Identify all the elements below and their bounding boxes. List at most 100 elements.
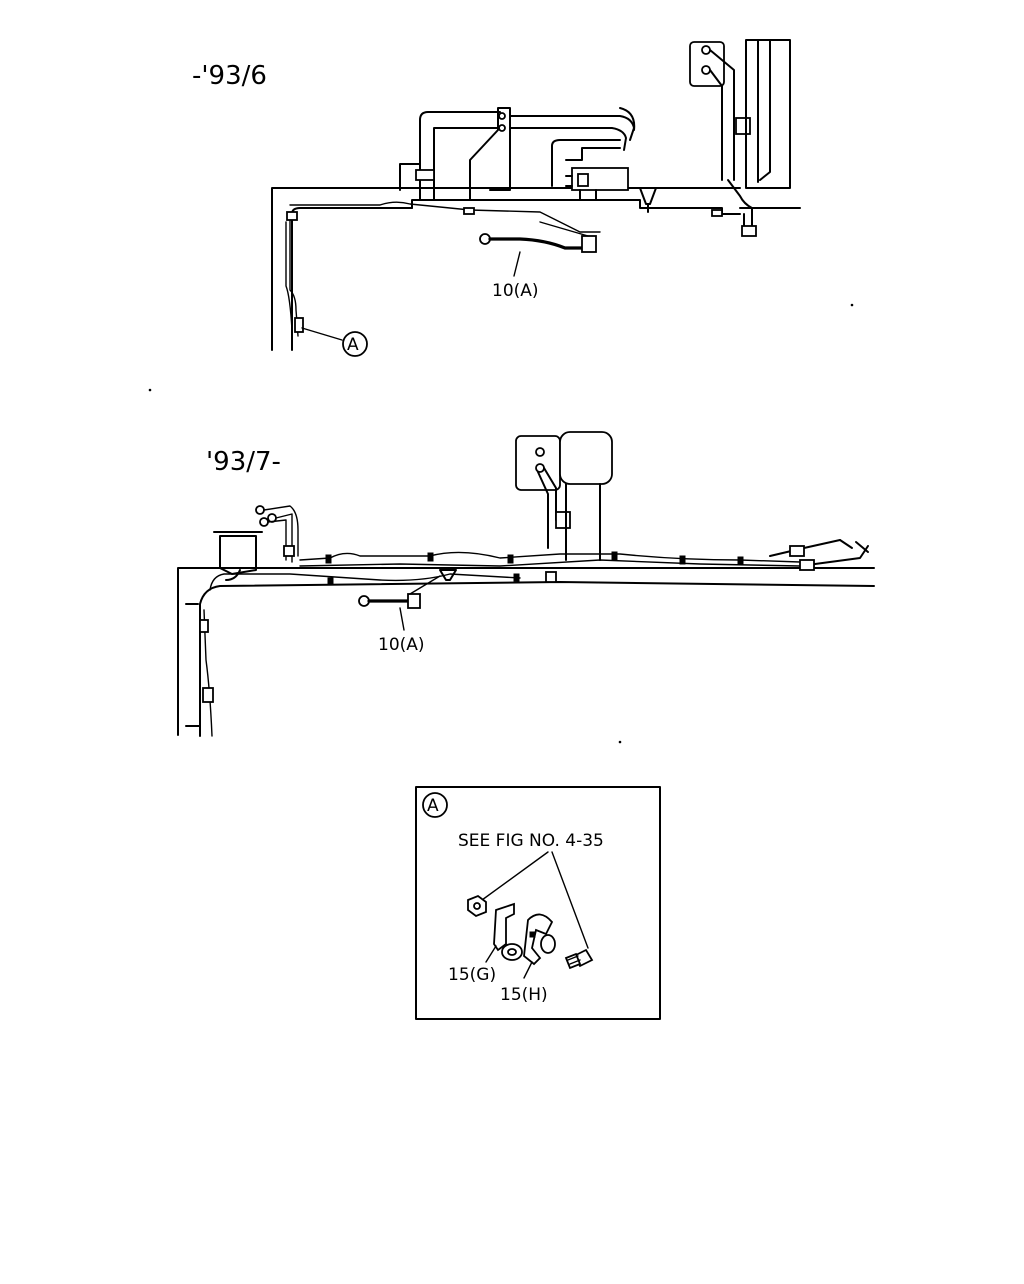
detail-marker-circle xyxy=(422,792,448,818)
top-tube-end xyxy=(741,225,757,237)
detail-box: A SEE FIG NO. 4-35 15(G) 15(H) xyxy=(415,786,661,1020)
top-clip-corner xyxy=(286,211,298,221)
top-era-label: -'93/6 xyxy=(192,61,267,91)
top-frame-inner xyxy=(291,207,413,351)
bottom-harness-clips xyxy=(325,551,744,586)
top-tube-clamp xyxy=(735,117,751,135)
top-frame-clip-2 xyxy=(711,209,723,217)
top-vertical-tube-1 xyxy=(709,49,735,181)
detail-clip-h-label: 15(H) xyxy=(500,985,548,1005)
top-hanger xyxy=(639,187,657,205)
detail-box-frame xyxy=(415,786,661,1020)
detail-clip-h-hole xyxy=(529,931,536,938)
top-valve-part xyxy=(577,173,589,187)
bottom-terminal-lead-1 xyxy=(263,505,299,557)
bottom-vertical-tube-1 xyxy=(543,467,557,521)
detail-bolt-thread xyxy=(567,955,581,965)
bottom-hanger xyxy=(439,569,457,581)
top-upper-bolt-2 xyxy=(701,65,711,75)
top-leader-a xyxy=(301,327,343,341)
bottom-harness-label: 10(A) xyxy=(378,635,425,655)
bottom-round-tank xyxy=(559,431,613,485)
bottom-vertical-tube-2 xyxy=(537,471,549,549)
top-valve-ports xyxy=(565,175,573,187)
top-cab-ribs xyxy=(757,39,771,183)
top-harness-down xyxy=(289,217,299,337)
bottom-tube-end xyxy=(545,571,557,583)
top-detail-marker-circle xyxy=(342,331,368,357)
top-upper-bracket xyxy=(689,41,725,87)
detail-clip-h-ring xyxy=(540,934,556,954)
bottom-right-line-1 xyxy=(769,539,841,557)
top-valve-legs xyxy=(579,189,597,201)
top-harness-down-2 xyxy=(285,221,293,331)
bottom-cable-strap xyxy=(409,575,441,595)
top-ground-cable xyxy=(488,237,587,250)
top-pipe-mid-2 xyxy=(565,147,621,161)
top-upper-bolt-1 xyxy=(701,45,711,55)
detail-clip-g-hole xyxy=(507,948,517,956)
detail-clip-g-body xyxy=(493,902,515,952)
bottom-frame-outer xyxy=(177,567,875,736)
bottom-left-box xyxy=(219,535,257,575)
top-ground-bolt xyxy=(581,235,597,253)
detail-clip-g-label: 15(G) xyxy=(448,965,496,985)
top-harness-main xyxy=(289,201,601,233)
top-box-left xyxy=(399,163,421,191)
top-pipe-top-2 xyxy=(509,127,627,151)
detail-leader-15h xyxy=(523,961,533,979)
bottom-left-box-pipe xyxy=(225,569,241,581)
bottom-frame-tabs xyxy=(185,603,201,727)
bottom-harness-main-2 xyxy=(299,559,801,567)
bottom-upper-bolt-2 xyxy=(535,463,545,473)
top-bracket xyxy=(469,107,511,201)
bottom-right-fitting-1 xyxy=(789,545,805,557)
detail-marker: A xyxy=(427,796,439,816)
detail-leader-nut xyxy=(481,851,549,901)
top-view: -'93/6 xyxy=(192,39,801,357)
bottom-terminal-block xyxy=(283,545,295,557)
bottom-view: '93/7- xyxy=(177,431,875,737)
bottom-tank-stand xyxy=(565,483,601,561)
bottom-right-fitting-2 xyxy=(799,559,815,571)
top-tube-elbow xyxy=(727,179,753,231)
bottom-terminal-2 xyxy=(259,517,269,527)
top-frame-outer xyxy=(271,187,741,351)
top-bolt-1 xyxy=(498,112,506,120)
bottom-connector-1 xyxy=(199,619,209,633)
bottom-era-label: '93/7- xyxy=(206,447,281,477)
bottom-frame-inner xyxy=(199,581,875,737)
bottom-leader-10a xyxy=(399,607,405,631)
top-bolt-2 xyxy=(498,124,506,132)
top-pipe-mid xyxy=(551,139,621,187)
top-leader-10a xyxy=(513,251,521,277)
top-cable-strap xyxy=(539,221,589,237)
top-harness-label: 10(A) xyxy=(492,281,539,301)
top-frame-clip-1 xyxy=(463,207,475,215)
top-cab-pillar xyxy=(745,39,791,189)
bottom-harness-main xyxy=(299,551,801,563)
detail-leader-15g xyxy=(485,945,497,963)
detail-clip-h-body xyxy=(523,913,554,966)
scan-specks xyxy=(148,303,854,744)
top-vertical-tube-2 xyxy=(709,69,723,181)
detail-bolt-shank xyxy=(564,952,582,970)
bottom-tube-clamp xyxy=(555,511,571,529)
detail-nut-hole xyxy=(473,902,481,910)
top-pipe-loop-a xyxy=(419,111,501,201)
bottom-ground-bolt xyxy=(407,593,421,609)
top-detail-marker: A xyxy=(347,335,359,355)
bottom-right-nozzle xyxy=(839,539,869,553)
detail-reference-text: SEE FIG NO. 4-35 xyxy=(458,831,604,851)
bottom-terminal-1 xyxy=(255,505,265,515)
top-connector-down xyxy=(294,317,304,333)
detail-leader-bolt xyxy=(551,851,589,949)
bottom-harness-lower xyxy=(209,573,521,591)
top-pipe-curl xyxy=(619,107,636,131)
top-crossmember xyxy=(411,199,741,215)
top-clamp xyxy=(415,169,435,181)
bottom-connector-2 xyxy=(202,687,214,703)
bottom-upper-bolt-1 xyxy=(535,447,545,457)
